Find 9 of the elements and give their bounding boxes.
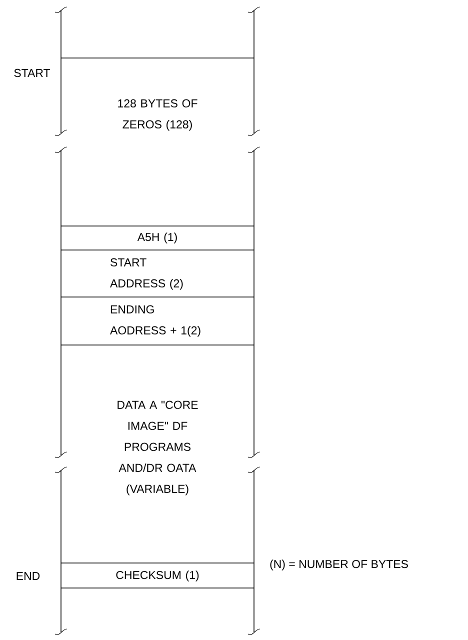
memory-field: A5H (1) bbox=[60, 226, 254, 244]
memory-field: CHECKSUM (1) bbox=[60, 562, 254, 588]
field-marker: START bbox=[14, 68, 50, 78]
memory-field: DATA A "CORE IMAGE" DF PROGRAMS AND/DR OATA (VARIABLE) bbox=[60, 344, 254, 496]
memory-field: ENDING AODRESS + 1(2) bbox=[60, 296, 254, 337]
memory-field: START ADDRESS (2) bbox=[60, 250, 254, 290]
field-marker: END bbox=[16, 572, 40, 580]
memory-field: 128 BYTES OF ZEROS (128) bbox=[60, 58, 254, 131]
note: (N) = NUMBER OF BYTES bbox=[270, 560, 408, 570]
